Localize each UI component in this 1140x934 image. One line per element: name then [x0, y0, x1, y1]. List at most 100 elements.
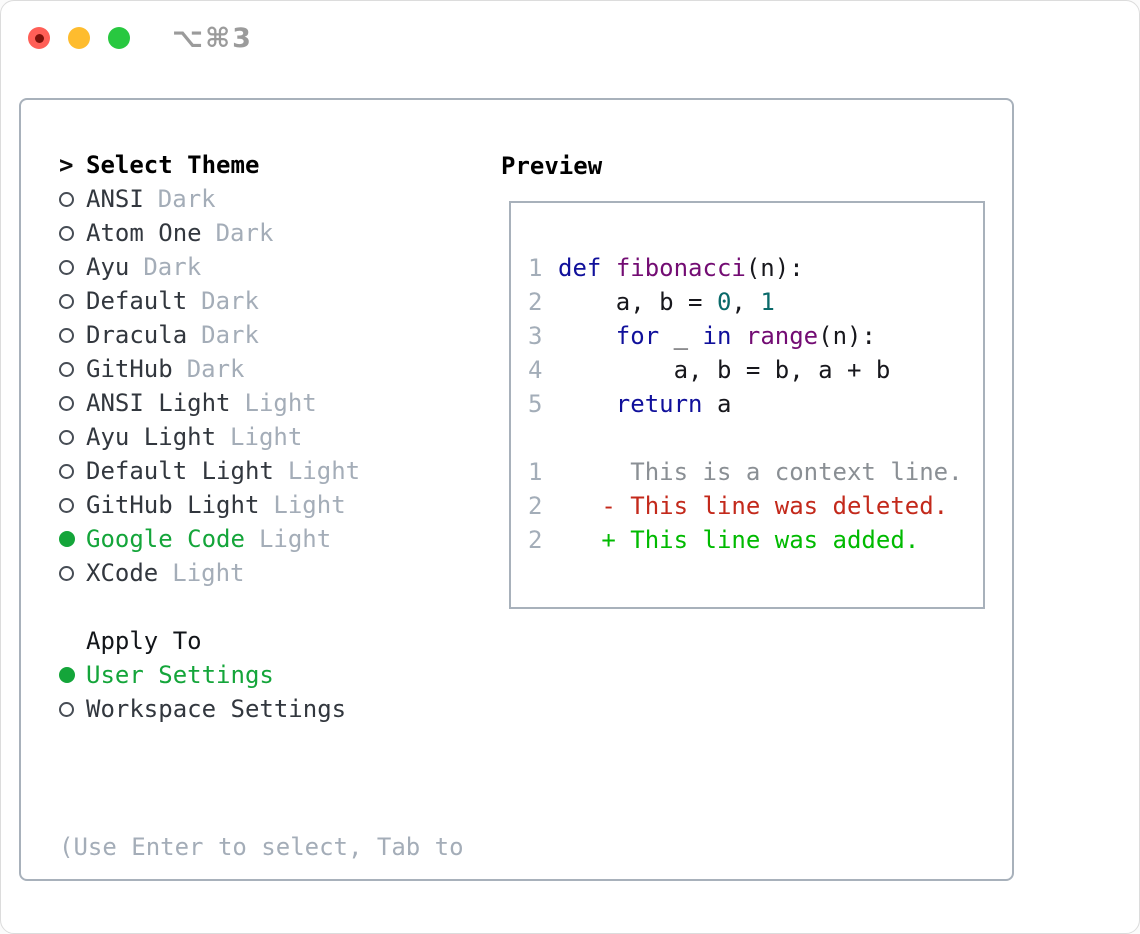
code-token-add: + This line was added.	[558, 526, 920, 554]
apply-option-workspace-settings[interactable]: Workspace Settings	[59, 692, 464, 726]
code-text: This is a context line.	[558, 455, 963, 489]
radio-unselected-icon	[59, 293, 86, 309]
code-token-fn: fibonacci	[615, 254, 746, 282]
line-number	[528, 421, 558, 455]
theme-name: Ayu Light	[86, 423, 217, 451]
theme-option-xcode-light[interactable]: XCode Light	[59, 556, 464, 590]
circle-outline-icon	[59, 701, 74, 717]
theme-variant: Light	[244, 389, 317, 417]
theme-variant: Light	[273, 491, 346, 519]
code-token-kw: def	[558, 254, 602, 282]
theme-option-ayu-dark[interactable]: Ayu Dark	[59, 250, 464, 284]
circle-outline-icon	[59, 463, 74, 479]
code-text: a, b = 0, 1	[558, 285, 775, 319]
line-number: 2	[528, 526, 543, 554]
theme-name: Ayu	[86, 253, 130, 281]
line-number: 1	[528, 254, 543, 282]
code-token-plain: (n):	[745, 254, 804, 282]
code-text: - This line was deleted.	[558, 489, 948, 523]
theme-variant: Light	[258, 525, 332, 553]
circle-outline-icon	[59, 191, 74, 207]
theme-name: ANSI Light	[86, 389, 231, 417]
preview-code-line	[528, 421, 983, 455]
help-line-1: (Use Enter to select, Tab to	[59, 833, 464, 861]
theme-variant: Dark	[201, 287, 259, 315]
circle-outline-icon	[59, 293, 74, 309]
select-theme-title: Select Theme	[86, 151, 260, 179]
preview-code-line: 4 a, b = b, a + b	[528, 353, 983, 387]
code-token-plain: a, b = b, a + b	[558, 356, 891, 384]
zoom-button[interactable]	[108, 27, 130, 49]
radio-unselected-icon	[59, 701, 86, 717]
code-token-plain	[601, 254, 615, 282]
code-text: return a	[558, 387, 732, 421]
theme-variant: Dark	[143, 253, 202, 281]
circle-outline-icon	[59, 395, 74, 411]
code-token-plain	[558, 322, 616, 350]
line-number: 1	[528, 458, 543, 486]
theme-name: Dracula	[86, 321, 188, 349]
radio-unselected-icon	[59, 259, 86, 275]
theme-option-ansi-dark[interactable]: ANSI Dark	[59, 182, 464, 216]
code-token-kw: for	[615, 322, 660, 350]
minimize-button[interactable]	[68, 27, 90, 49]
code-token-ctx: This is a context line.	[558, 458, 963, 486]
window-title: ⌥⌘3	[172, 22, 253, 54]
theme-name: ANSI	[86, 185, 144, 213]
code-token-plain: a	[702, 390, 732, 418]
circle-outline-icon	[59, 429, 74, 445]
theme-option-ansi-light-light[interactable]: ANSI Light Light	[59, 386, 464, 420]
theme-variant: Light	[172, 559, 245, 587]
apply-option-label: User Settings	[86, 661, 274, 689]
theme-name: Atom One	[86, 219, 202, 247]
chevron-right-icon: >	[59, 151, 74, 179]
close-button[interactable]	[28, 27, 50, 49]
theme-name: XCode	[86, 559, 159, 587]
circle-outline-icon	[59, 497, 74, 513]
radio-selected-icon	[59, 667, 86, 683]
theme-name: Default Light	[86, 457, 274, 485]
code-text: def fibonacci(n):	[558, 251, 804, 285]
radio-unselected-icon	[59, 361, 86, 377]
radio-selected-icon	[59, 531, 86, 547]
theme-variant: Dark	[157, 185, 216, 213]
preview-code-line: 1 def fibonacci(n):	[528, 251, 983, 285]
apply-option-user-settings[interactable]: User Settings	[59, 658, 464, 692]
apply-to-title: Apply To	[86, 627, 202, 655]
code-token-fn: range	[745, 322, 819, 350]
code-token-plain: _	[659, 322, 703, 350]
code-token-kw: in	[702, 322, 732, 350]
line-number: 2	[528, 288, 543, 316]
preview-code-line: 2 - This line was deleted.	[528, 489, 983, 523]
preview-code-line: 3 for _ in range(n):	[528, 319, 983, 353]
radio-unselected-icon	[59, 225, 86, 241]
line-number: 3	[528, 322, 543, 350]
radio-unselected-icon	[59, 565, 86, 581]
select-theme-header: > Select Theme	[59, 148, 464, 182]
code-text: + This line was added.	[558, 523, 919, 557]
theme-variant: Light	[230, 423, 303, 451]
radio-unselected-icon	[59, 191, 86, 207]
theme-name: GitHub	[86, 355, 173, 383]
code-text: a, b = b, a + b	[558, 353, 891, 387]
apply-option-label: Workspace Settings	[86, 695, 347, 723]
code-token-plain: ,	[731, 288, 761, 316]
help-text: (Use Enter to select, Tab to change focu…	[59, 760, 464, 933]
theme-option-ayu-light-light[interactable]: Ayu Light Light	[59, 420, 464, 454]
preview-code-line: 2 + This line was added.	[528, 523, 983, 557]
